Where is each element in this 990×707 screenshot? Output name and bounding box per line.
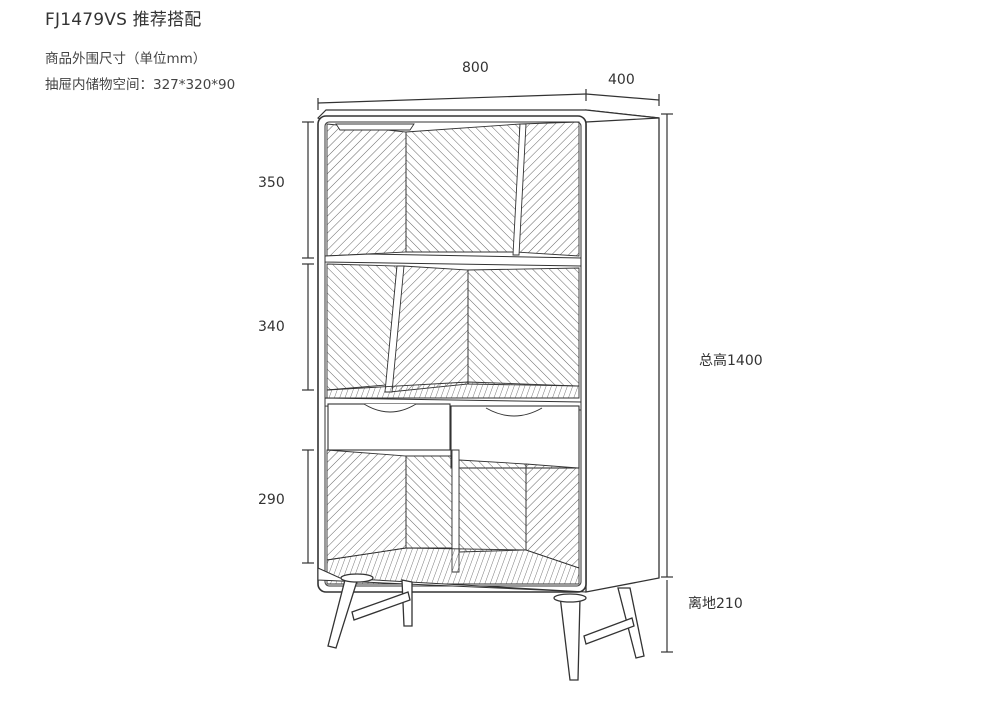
width-dimension-label: 800 [462, 60, 489, 76]
ground-clearance-label: 离地210 [688, 596, 743, 612]
cabinet-legs [327, 573, 645, 681]
drawer-left[interactable] [327, 403, 451, 451]
top-compartment [326, 121, 580, 257]
product-title: FJ1479VS 推荐搭配 [45, 10, 202, 30]
width-dimension-line [317, 89, 587, 110]
bottom-section-dimension-line [302, 449, 314, 564]
depth-dimension-line [585, 93, 660, 106]
ground-clearance-dimension-line [661, 580, 673, 653]
top-section-dimension-line [302, 121, 314, 259]
middle-section-label: 340 [258, 319, 285, 335]
cabinet-body [316, 109, 660, 593]
total-height-dimension-line [661, 113, 673, 578]
bottom-compartment [326, 449, 580, 585]
drawer-right[interactable] [450, 405, 580, 469]
top-section-label: 350 [258, 175, 285, 191]
outer-size-label: 商品外围尺寸（单位mm） [45, 51, 207, 67]
middle-compartment [326, 263, 580, 399]
middle-section-dimension-line [302, 263, 314, 391]
depth-dimension-label: 400 [608, 72, 635, 88]
total-height-label: 总高1400 [699, 353, 763, 369]
drawer-space-label: 抽屉内储物空间：327*320*90 [45, 77, 236, 93]
bottom-section-label: 290 [258, 492, 285, 508]
